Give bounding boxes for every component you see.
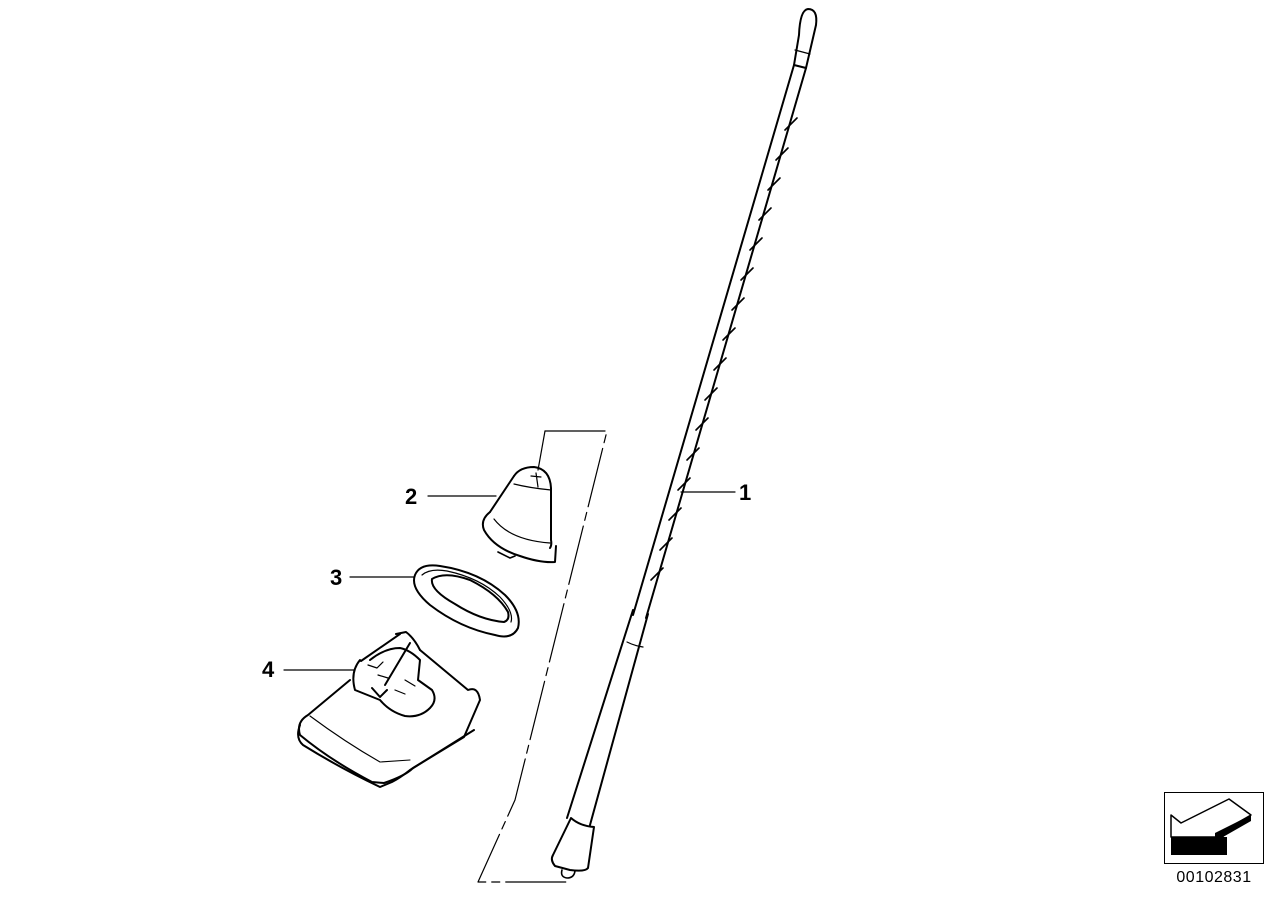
callout-1-label: 1 — [739, 480, 752, 505]
antenna-base[interactable] — [297, 631, 481, 788]
leader-lines — [283, 491, 736, 671]
callout-4-label: 4 — [262, 657, 275, 682]
reference-number: 00102831 — [1176, 869, 1252, 886]
callout-3-label: 3 — [330, 565, 343, 590]
rod-antenna[interactable] — [550, 8, 818, 879]
callout-2-label: 2 — [405, 484, 418, 509]
antenna-cover-cone[interactable] — [481, 466, 557, 564]
sealing-ring[interactable] — [413, 564, 520, 638]
orientation-arrow-icon — [1164, 792, 1264, 864]
assembly-group-outline — [477, 430, 608, 883]
